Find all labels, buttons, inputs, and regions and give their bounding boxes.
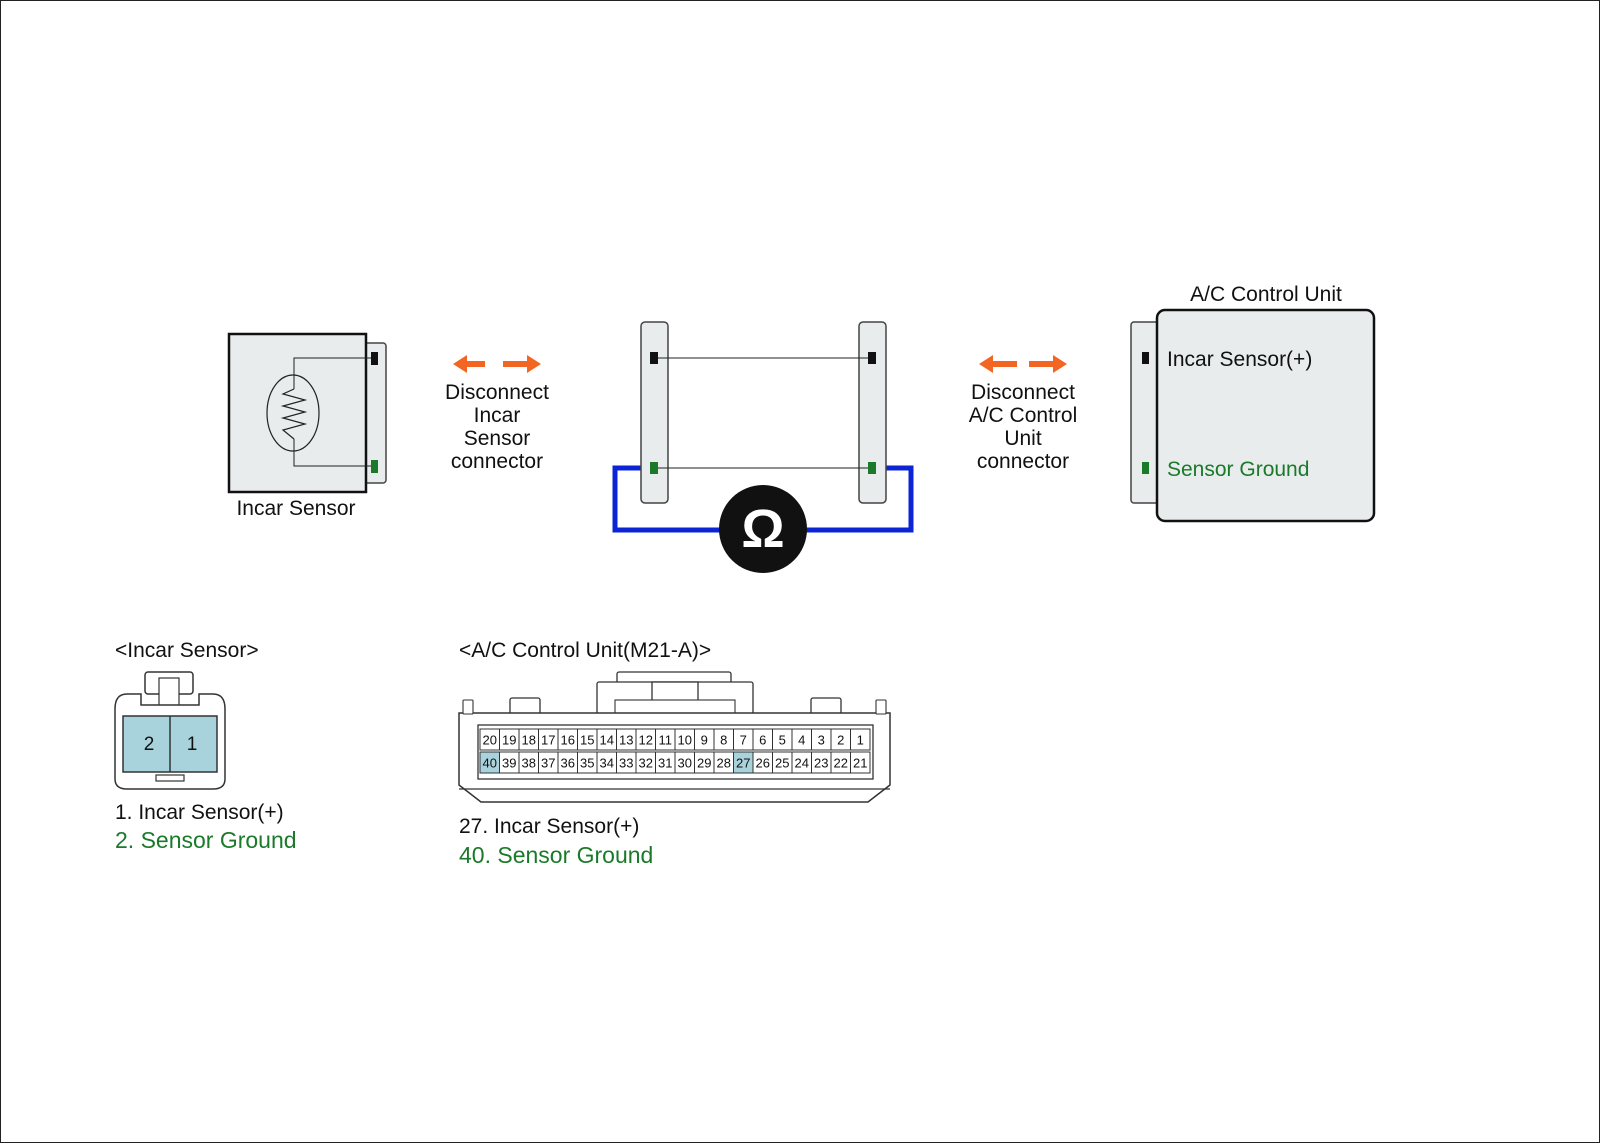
meter-lead-right <box>801 465 914 533</box>
harness-connector-right <box>858 321 887 504</box>
ac-connector-pin-11: 11 <box>659 733 673 748</box>
ac-connector-pin-29: 29 <box>697 756 711 771</box>
disconnect-right-line-3: Unit <box>1004 427 1042 450</box>
ac-control-unit-title: A/C Control Unit <box>1190 283 1342 306</box>
ac-connector-pin-21: 21 <box>853 756 867 771</box>
ac-connector-pin-12: 12 <box>639 733 653 748</box>
ac-control-unit: A/C Control Unit Incar Sensor(+) Sensor … <box>1130 283 1376 523</box>
ac-connector-pin-13: 13 <box>619 733 633 748</box>
ac-connector-pin-2: 2 <box>837 733 844 748</box>
ac-connector-pin-31: 31 <box>658 756 672 771</box>
ac-connector-pin-5: 5 <box>779 733 786 748</box>
ac-connector-pin-22: 22 <box>834 756 848 771</box>
ac-connector-pin-cell-21 <box>850 751 871 774</box>
ac-connector-pin-20: 20 <box>483 733 497 748</box>
ac-connector-title: <A/C Control Unit(M21-A)> <box>459 639 711 662</box>
ac-connector-pin-18: 18 <box>522 733 536 748</box>
disconnect-right-line-2: A/C Control <box>969 404 1078 427</box>
ac-unit-body <box>1155 308 1376 523</box>
ac-connector-pin-37: 37 <box>541 756 555 771</box>
ac-legend-pin-40: 40. Sensor Ground <box>459 842 653 868</box>
disconnect-right: Disconnect A/C Control Unit connector <box>969 355 1078 473</box>
ac-connector-pin-14: 14 <box>600 733 614 748</box>
incar-legend-pin-2: 2. Sensor Ground <box>115 827 297 853</box>
incar-connector-pin-2: 2 <box>144 734 155 755</box>
harness-pin-right-ground <box>868 462 876 474</box>
ac-connector-pin-8: 8 <box>720 733 727 748</box>
incar-connector-face <box>114 671 226 790</box>
ac-connector-pin-4: 4 <box>798 733 805 748</box>
ohmmeter-icon <box>719 485 807 573</box>
ac-connector-pin-36: 36 <box>561 756 575 771</box>
disconnect-left-line-2: Incar <box>474 404 521 427</box>
disconnect-left: Disconnect Incar Sensor connector <box>445 355 549 473</box>
ac-connector-pin-33: 33 <box>619 756 633 771</box>
harness-pin-right-plus <box>868 352 876 364</box>
resistor-zigzag-icon <box>280 388 308 440</box>
disconnect-right-line-4: connector <box>977 450 1069 473</box>
ac-connector-pin-23: 23 <box>814 756 828 771</box>
incar-sensor-wire-bottom <box>293 439 371 467</box>
incar-sensor-connector-view: <Incar Sensor> 2 1 1. Incar Sensor(+) 2.… <box>114 639 297 853</box>
ac-connector-pin-15: 15 <box>580 733 594 748</box>
incar-legend-pin-1: 1. Incar Sensor(+) <box>115 801 284 824</box>
ac-connector-pin-25: 25 <box>775 756 789 771</box>
incar-connector-title: <Incar Sensor> <box>115 639 259 662</box>
ac-connector-pin-10: 10 <box>678 733 692 748</box>
ac-connector-pin-19: 19 <box>502 733 516 748</box>
harness-connector-left <box>640 321 669 504</box>
ac-unit-pin-ground <box>1142 462 1149 474</box>
ac-connector-pin-38: 38 <box>522 756 536 771</box>
ac-connector-pin-35: 35 <box>580 756 594 771</box>
ac-connector-pin-32: 32 <box>639 756 653 771</box>
disconnect-left-line-3: Sensor <box>464 427 531 450</box>
ac-connector-pin-27: 27 <box>736 756 750 771</box>
incar-sensor-label: Incar Sensor <box>236 497 355 520</box>
harness-test: Ω <box>612 321 914 573</box>
ac-connector-pin-24: 24 <box>795 756 809 771</box>
ac-connector-pin-3: 3 <box>818 733 825 748</box>
incar-sensor-pin-plus <box>371 352 378 365</box>
thermistor-icon <box>266 374 320 452</box>
ac-connector-pin-30: 30 <box>678 756 692 771</box>
ac-connector-pin-26: 26 <box>756 756 770 771</box>
ac-unit-pin-plus-label: Incar Sensor(+) <box>1167 348 1312 371</box>
harness-pin-left-ground <box>650 462 658 474</box>
ac-connector-pin-cell-1 <box>850 728 871 751</box>
meter-lead-left <box>612 465 726 533</box>
ac-connector-pin-1: 1 <box>857 733 864 748</box>
ac-legend-pin-27: 27. Incar Sensor(+) <box>459 815 639 838</box>
ac-connector-pin-9: 9 <box>701 733 708 748</box>
ac-connector-pin-6: 6 <box>759 733 766 748</box>
ac-connector-pin-16: 16 <box>561 733 575 748</box>
ac-unit-pin-ground-label: Sensor Ground <box>1167 458 1309 481</box>
ac-connector-pin-34: 34 <box>600 756 614 771</box>
double-arrow-left-icon <box>453 355 541 373</box>
ac-connector-pin-17: 17 <box>541 733 555 748</box>
disconnect-left-line-4: connector <box>451 450 543 473</box>
ac-connector-pin-40: 40 <box>483 756 497 771</box>
ohm-symbol: Ω <box>741 499 784 559</box>
incar-sensor: Incar Sensor <box>227 332 387 520</box>
double-arrow-right-icon <box>979 355 1067 373</box>
incar-connector-pin-1: 1 <box>187 734 198 755</box>
disconnect-left-line-1: Disconnect <box>445 381 549 404</box>
incar-sensor-pin-ground <box>371 460 378 473</box>
ac-connector-pin-28: 28 <box>717 756 731 771</box>
incar-sensor-wire-top <box>293 357 371 389</box>
ac-connector-pin-39: 39 <box>502 756 516 771</box>
harness-pin-left-plus <box>650 352 658 364</box>
ac-unit-pin-plus <box>1142 352 1149 364</box>
ac-connector-pin-7: 7 <box>740 733 747 748</box>
disconnect-right-line-1: Disconnect <box>971 381 1075 404</box>
